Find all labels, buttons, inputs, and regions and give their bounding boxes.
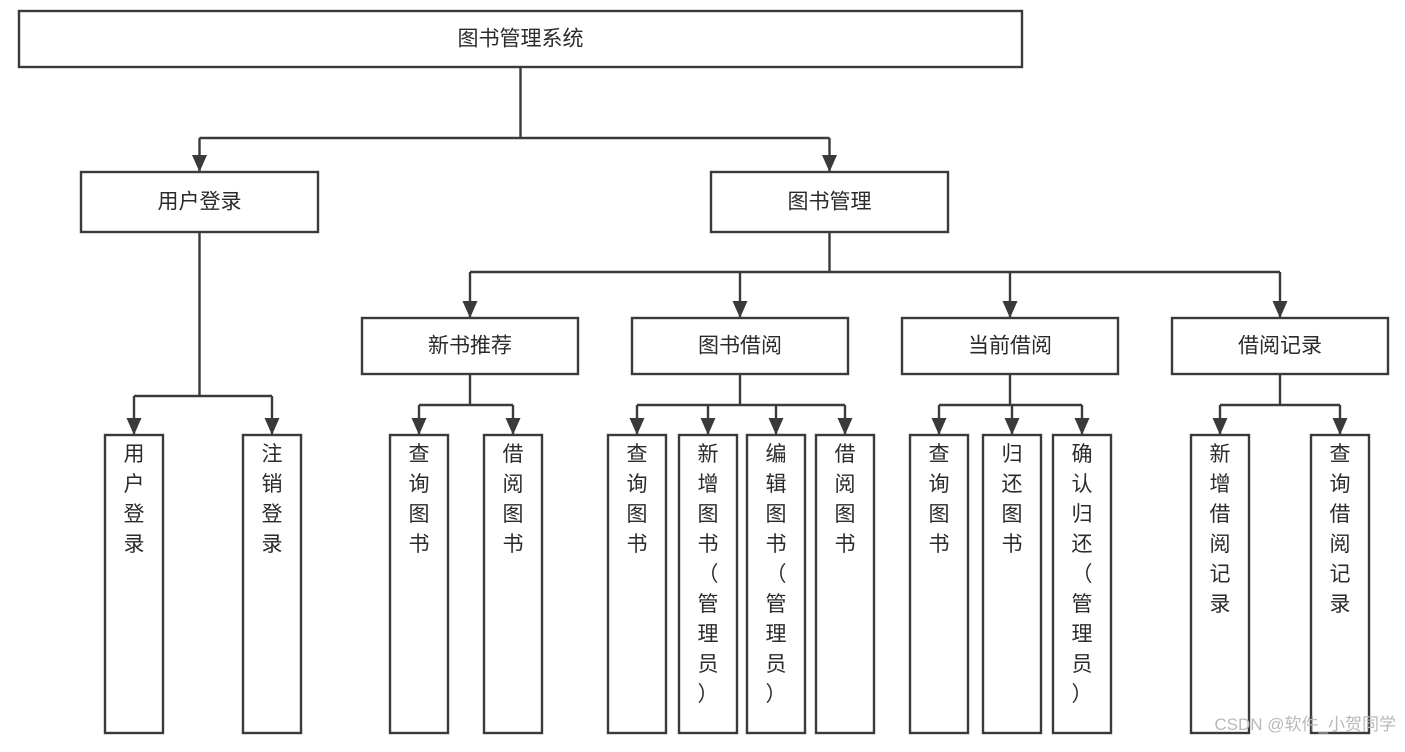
node-box[interactable]: [900, 316, 1120, 376]
function-node-leaf-rec-query-book[interactable]: 查询图书: [388, 433, 450, 735]
node-box[interactable]: [79, 170, 320, 234]
connector-arrowhead: [411, 418, 427, 435]
connector-arrowhead: [768, 418, 784, 435]
node-box[interactable]: [1309, 433, 1371, 735]
connector-group-book-borrow-to-leaves: [629, 374, 853, 435]
connector-arrowhead: [192, 155, 207, 172]
connector-arrowhead: [700, 418, 716, 435]
submodule-node-borrow-record[interactable]: 借阅记录: [1170, 316, 1390, 376]
function-node-leaf-borrow-edit-book[interactable]: 编辑图书（管理员）: [745, 433, 807, 735]
connector-arrowhead: [837, 418, 853, 435]
node-box[interactable]: [677, 433, 739, 735]
function-node-leaf-borrow-borrow-book[interactable]: 借阅图书: [814, 433, 876, 735]
csdn-watermark: CSDN @软件_小贺同学: [1214, 715, 1396, 734]
function-node-leaf-rec-add-record[interactable]: 新增借阅记录: [1189, 433, 1251, 735]
node-label: 新书推荐: [428, 335, 512, 358]
function-node-leaf-borrow-query-book[interactable]: 查询图书: [606, 433, 668, 735]
function-node-leaf-user-login[interactable]: 用户登录: [103, 433, 165, 735]
function-node-leaf-cur-return-book[interactable]: 归还图书: [981, 433, 1043, 735]
function-node-leaf-cur-confirm-return[interactable]: 确认归还（管理员）: [1051, 433, 1113, 735]
node-box[interactable]: [17, 9, 1024, 69]
node-box[interactable]: [1189, 433, 1251, 735]
node-box[interactable]: [709, 170, 950, 234]
connector-arrowhead: [732, 301, 748, 318]
node-box[interactable]: [745, 433, 807, 735]
node-label: 借阅图书: [835, 443, 856, 556]
node-box[interactable]: [103, 433, 165, 735]
submodule-node-current-borrow[interactable]: 当前借阅: [900, 316, 1120, 376]
connector-layer: [126, 67, 1348, 435]
node-label: 注销登录: [262, 443, 283, 556]
node-box[interactable]: [482, 433, 544, 735]
function-node-leaf-cur-query-book[interactable]: 查询图书: [908, 433, 970, 735]
node-box[interactable]: [981, 433, 1043, 735]
connector-arrowhead: [126, 418, 142, 435]
root-node-root[interactable]: 图书管理系统: [17, 9, 1024, 69]
connector-arrowhead: [931, 418, 947, 435]
connector-arrowhead: [1004, 418, 1020, 435]
function-node-leaf-rec-borrow-book[interactable]: 借阅图书: [482, 433, 544, 735]
node-box[interactable]: [1051, 433, 1113, 735]
node-box[interactable]: [630, 316, 850, 376]
node-label: 图书管理: [788, 191, 872, 214]
node-box[interactable]: [814, 433, 876, 735]
node-box[interactable]: [241, 433, 303, 735]
connector-arrowhead: [629, 418, 645, 435]
connector-arrowhead: [1212, 418, 1228, 435]
node-layer: 图书管理系统用户登录图书管理新书推荐图书借阅当前借阅借阅记录用户登录注销登录查询…: [17, 9, 1390, 735]
node-label: 查询图书: [409, 443, 430, 556]
node-label: 查询借阅记录: [1330, 443, 1351, 616]
node-label: 编辑图书（管理员）: [766, 443, 787, 706]
node-label: 借阅记录: [1238, 335, 1322, 358]
connector-group-level1-to-level2: [462, 232, 1288, 318]
node-box[interactable]: [360, 316, 580, 376]
connector-arrowhead: [1332, 418, 1348, 435]
node-label: 查询图书: [627, 443, 648, 556]
submodule-node-new-book-rec[interactable]: 新书推荐: [360, 316, 580, 376]
connector-group-current-borrow-to-leaves: [931, 374, 1090, 435]
node-box[interactable]: [1170, 316, 1390, 376]
node-label: 新增图书（管理员）: [698, 443, 719, 706]
node-box[interactable]: [388, 433, 450, 735]
connector-group-user-login-to-leaves: [126, 232, 280, 435]
connector-arrowhead: [1002, 301, 1018, 318]
node-label: 图书管理系统: [458, 28, 584, 51]
node-label: 当前借阅: [968, 335, 1052, 358]
connector-arrowhead: [505, 418, 521, 435]
node-label: 新增借阅记录: [1210, 443, 1231, 616]
connector-arrowhead: [822, 155, 837, 172]
connector-group-new-book-rec-to-leaves: [411, 374, 521, 435]
connector-arrowhead: [462, 301, 478, 318]
node-label: 图书借阅: [698, 335, 782, 358]
node-label: 借阅图书: [503, 443, 524, 556]
node-label: 归还图书: [1002, 443, 1023, 556]
node-box[interactable]: [606, 433, 668, 735]
function-node-leaf-borrow-add-book[interactable]: 新增图书（管理员）: [677, 433, 739, 735]
function-node-leaf-user-logout[interactable]: 注销登录: [241, 433, 303, 735]
module-node-user-login[interactable]: 用户登录: [79, 170, 320, 234]
function-node-leaf-rec-query-record[interactable]: 查询借阅记录: [1309, 433, 1371, 735]
submodule-node-book-borrow[interactable]: 图书借阅: [630, 316, 850, 376]
node-label: 用户登录: [158, 191, 242, 214]
node-label: 查询图书: [929, 443, 950, 556]
node-box[interactable]: [908, 433, 970, 735]
connector-arrowhead: [1272, 301, 1288, 318]
connector-group-root-to-level1: [192, 67, 837, 172]
connector-arrowhead: [264, 418, 280, 435]
node-label: 用户登录: [124, 443, 145, 556]
node-label: 确认归还（管理员）: [1072, 443, 1093, 706]
connector-group-borrow-record-to-leaves: [1212, 374, 1348, 435]
module-node-book-manage[interactable]: 图书管理: [709, 170, 950, 234]
connector-arrowhead: [1074, 418, 1090, 435]
